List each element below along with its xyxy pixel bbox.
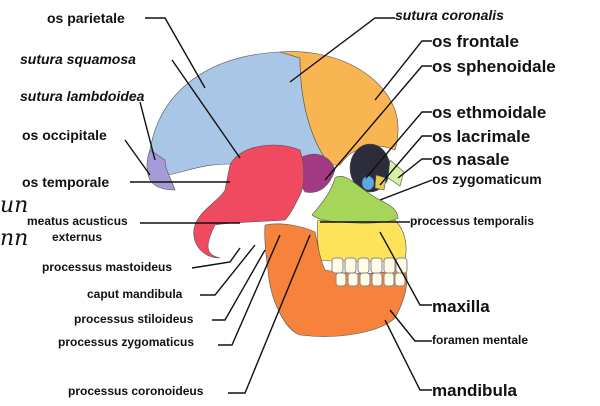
leader-os-occipitale (125, 140, 150, 175)
leader-maxilla (380, 232, 432, 305)
leader-sutura-lambdoidea (140, 102, 155, 160)
leader-os-nasale (398, 159, 432, 178)
leader-os-ethmoidale (366, 112, 432, 178)
leader-mandibula (385, 320, 432, 390)
leader-os-lacrimale (380, 136, 432, 185)
leader-caput-mandibula (200, 245, 255, 295)
leader-processus-stiloideus (212, 250, 265, 320)
leader-os-parietale (145, 18, 205, 88)
leader-sutura-coronalis (290, 18, 395, 82)
leader-os-zygomaticum (380, 180, 432, 200)
leader-processus-mastoideus (192, 248, 240, 268)
leader-foramen-mentale (390, 310, 432, 341)
leader-sutura-squamosa (172, 60, 240, 158)
leader-os-frontale (375, 41, 432, 100)
